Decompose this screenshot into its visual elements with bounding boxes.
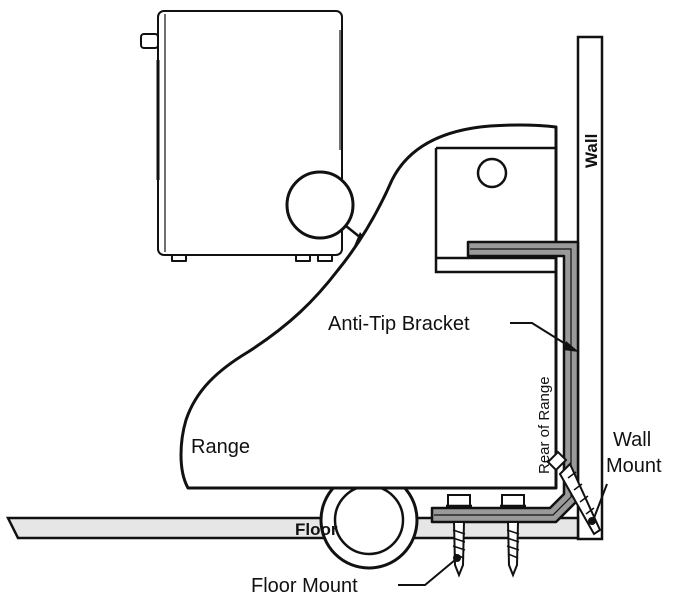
floor-screw-right	[500, 494, 526, 578]
wall	[576, 35, 604, 541]
floor-mount-dot-icon	[453, 554, 461, 562]
wall-screw	[546, 450, 602, 536]
anti-tip-bracket-arrow-icon	[563, 341, 579, 352]
wall-mount-dot-icon	[588, 517, 596, 525]
range-body	[179, 123, 558, 490]
floor-mount-label: Floor Mount	[251, 575, 358, 597]
anti-tip-bracket-leader	[510, 322, 573, 349]
wall-mount-label-line1: Wall	[613, 429, 651, 451]
rear-of-range-label: Rear of Range	[536, 376, 553, 474]
wall-mount-leader	[593, 483, 608, 519]
range-wheel	[319, 470, 419, 570]
wall-label: Wall	[582, 134, 601, 168]
range-label: Range	[191, 436, 250, 458]
anti-tip-bracket-label: Anti-Tip Bracket	[328, 313, 470, 335]
floor-label: Floor	[295, 520, 338, 539]
wall-mount-label-line2: Mount	[606, 455, 662, 477]
floor-mount-leader	[398, 559, 456, 586]
anti-tip-bracket	[430, 240, 580, 524]
